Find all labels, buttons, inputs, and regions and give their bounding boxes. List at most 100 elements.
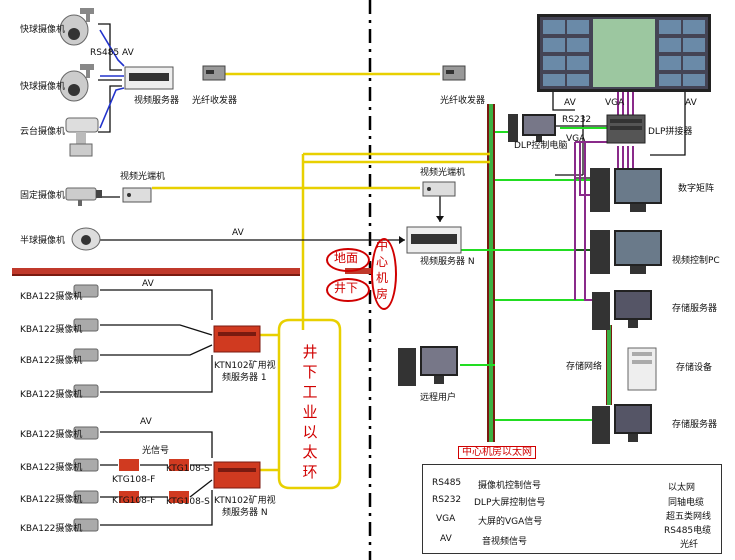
video-server-n-label: 视频服务器 N (420, 257, 475, 267)
fixed-camera-label: 固定摄像机 (20, 191, 66, 201)
ktn-server-1-label: KTN102矿用视 (214, 361, 276, 371)
storage-device-label: 存储设备 (676, 363, 713, 373)
storage-server-icon (592, 402, 654, 446)
digital-matrix-label: 数字矩阵 (678, 184, 715, 194)
mine-camera-icon (72, 456, 102, 474)
fiber-transceiver-label: 光纤收发器 (192, 96, 238, 106)
ptz-camera-icon (62, 112, 100, 158)
remote-user-label: 远程用户 (420, 393, 457, 403)
ring-network-char: 以 (302, 423, 318, 441)
mine-camera-icon (72, 282, 102, 300)
dlp-control-pc-icon (508, 112, 558, 144)
ktg-optical-icon (168, 489, 190, 505)
storage-device-icon (622, 346, 662, 392)
ring-network-char: 井 (302, 343, 318, 361)
center-room-label: 中 心 机 房 (374, 238, 390, 302)
legend (422, 464, 722, 554)
rs232-signal-label: RS232 (562, 115, 592, 125)
video-server-icon (124, 66, 174, 90)
legend-desc: 摄像机控制信号 (478, 481, 542, 491)
legend-line-label: 超五类网线 (666, 512, 712, 522)
mine-camera-icon (72, 382, 102, 400)
vga-signal-label: VGA (605, 98, 625, 108)
ktn-mine-video-server-icon (212, 458, 262, 492)
ring-network-char: 太 (302, 443, 318, 461)
mine-camera-label: KBA122摄像机 (20, 356, 83, 366)
legend-line-label: 光纤 (680, 540, 699, 550)
legend-line-label: 同轴电缆 (668, 498, 705, 508)
ptz-camera-label: 云台摄像机 (20, 127, 66, 137)
storage-server-label: 存储服务器 (672, 420, 718, 430)
center-room-char: 房 (375, 287, 388, 301)
center-room-char: 中 (375, 239, 388, 253)
mine-camera-icon (72, 424, 102, 442)
video-server-n-icon (406, 226, 462, 254)
ktg-s-label: KTG108-S (166, 497, 210, 507)
rs485-signal-label: RS485 (90, 48, 120, 58)
av-signal-label: AV (232, 228, 244, 238)
ground-line-right (345, 268, 373, 274)
surface-zone-oval (326, 248, 370, 272)
ktg-optical-icon (168, 457, 190, 473)
half-dome-camera-icon (70, 226, 102, 252)
legend-line-label: RS485电缆 (664, 526, 712, 536)
dlp-splicer-label: DLP拼接器 (648, 127, 693, 137)
av-signal-label: AV (142, 279, 154, 289)
ring-network-char: 环 (302, 463, 318, 481)
av-signal-label: AV (564, 98, 576, 108)
ktn-mine-video-server-icon (212, 322, 262, 356)
mine-camera-icon (72, 516, 102, 534)
legend-desc: 大屏的VGA信号 (478, 517, 543, 527)
video-optical-label: 视频光端机 (120, 172, 166, 182)
ktg-optical-icon (118, 457, 140, 473)
center-room-oval (371, 238, 397, 310)
storage-server-label: 存储服务器 (672, 304, 718, 314)
mine-camera-icon (72, 316, 102, 334)
video-optical-label: 视频光端机 (420, 168, 466, 178)
ktn-server-n-label: 频服务器 N (222, 508, 268, 518)
fiber-transceiver-icon (442, 64, 466, 82)
legend-code: VGA (436, 514, 456, 524)
optical-signal-label: 光信号 (142, 446, 170, 456)
rs485-lines (99, 29, 125, 129)
coax-lines (98, 23, 584, 526)
video-control-pc-label: 视频控制PC (672, 256, 720, 266)
video-wall-icon (537, 14, 711, 92)
legend-code: RS232 (432, 495, 462, 505)
mine-camera-label: KBA122摄像机 (20, 524, 83, 534)
center-room-char: 机 (375, 271, 388, 285)
legend-code: RS485 (432, 478, 462, 488)
ground-line-left (12, 268, 300, 276)
vga-signal-label: VGA (566, 134, 586, 144)
speed-dome-camera-label: 快球摄像机 (20, 82, 66, 92)
video-server-label: 视频服务器 (134, 96, 180, 106)
underground-zone-oval (326, 278, 370, 302)
speed-dome-camera-label: 快球摄像机 (20, 25, 66, 35)
legend-line-label: 以太网 (668, 483, 696, 493)
mine-camera-icon (72, 346, 102, 364)
mine-camera-icon (72, 488, 102, 506)
video-control-pc-icon (590, 228, 664, 276)
storage-server-icon (592, 288, 654, 332)
video-optical-transceiver-icon (422, 180, 456, 198)
arrows (399, 216, 444, 244)
surface-zone-label: 地面 (334, 251, 359, 265)
legend-code: AV (440, 534, 452, 544)
mine-camera-label: KBA122摄像机 (20, 292, 83, 302)
fiber-transceiver-label: 光纤收发器 (440, 96, 486, 106)
ktn-server-1-label: 频服务器 1 (222, 373, 267, 383)
fixed-camera-icon (64, 184, 104, 208)
fiber-transceiver-icon (202, 64, 226, 82)
mine-camera-label: KBA122摄像机 (20, 325, 83, 335)
center-ethernet-label: 中心机房以太网 (458, 446, 536, 459)
center-room-char: 心 (375, 255, 388, 269)
digital-matrix-icon (590, 166, 664, 214)
ktg-s-label: KTG108-S (166, 464, 210, 474)
storage-network-label: 存储网络 (566, 362, 603, 372)
mine-camera-label: KBA122摄像机 (20, 463, 83, 473)
mine-camera-label: KBA122摄像机 (20, 390, 83, 400)
av-signal-label: AV (122, 48, 134, 58)
ktg-f-label: KTG108-F (112, 496, 156, 506)
ring-network-char: 业 (302, 403, 318, 421)
mine-camera-label: KBA122摄像机 (20, 430, 83, 440)
